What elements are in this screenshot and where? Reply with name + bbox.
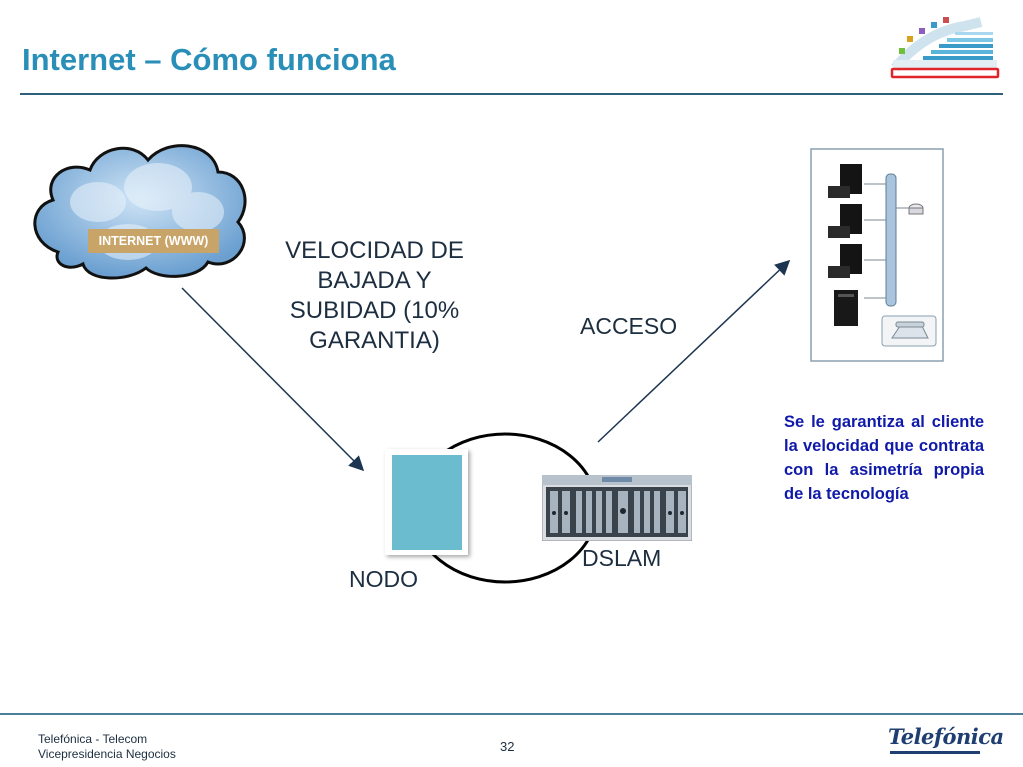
slide-title: Internet – Cómo funciona	[22, 42, 396, 77]
speed-guarantee-text: VELOCIDAD DE BAJADA Y SUBIDAD (10% GARAN…	[262, 236, 487, 356]
telephone-icon	[881, 315, 937, 347]
footer-company: Telefónica - Telecom Vicepresidencia Neg…	[38, 732, 176, 762]
page-number: 32	[500, 739, 515, 754]
dslam-label: DSLAM	[582, 545, 662, 571]
server-icon-2	[828, 204, 862, 238]
dslam-equipment	[542, 475, 692, 541]
nodo-panel	[392, 455, 462, 550]
customer-network	[810, 148, 944, 362]
server-icon-3	[828, 244, 862, 278]
guarantee-note: Se le garantiza al cliente la velocidad …	[784, 413, 984, 503]
speed-line-2: BAJADA Y	[317, 267, 432, 294]
router-icon	[908, 203, 924, 215]
arrow-cloud-to-nodo	[181, 287, 365, 472]
footer-company-line2: Vicepresidencia Negocios	[38, 747, 176, 761]
cloud-label: INTERNET (WWW)	[88, 229, 219, 253]
arrow-to-customer	[597, 259, 791, 443]
telefonica-logo: Telefónica	[888, 724, 1004, 749]
nodo-label: NODO	[349, 566, 418, 592]
speed-line-1: VELOCIDAD DE	[285, 237, 464, 264]
speed-line-4: GARANTIA)	[309, 327, 440, 354]
footer-divider	[0, 713, 1023, 715]
tower-pc-icon	[834, 290, 858, 326]
server-icon	[828, 164, 862, 198]
title-divider	[20, 93, 1003, 95]
acceso-label: ACCESO	[580, 313, 678, 339]
footer-company-line1: Telefónica - Telecom	[38, 732, 148, 746]
logo-underline	[890, 751, 980, 754]
speed-line-3: SUBIDAD (10%	[289, 297, 460, 324]
corner-graphic	[890, 17, 1000, 79]
